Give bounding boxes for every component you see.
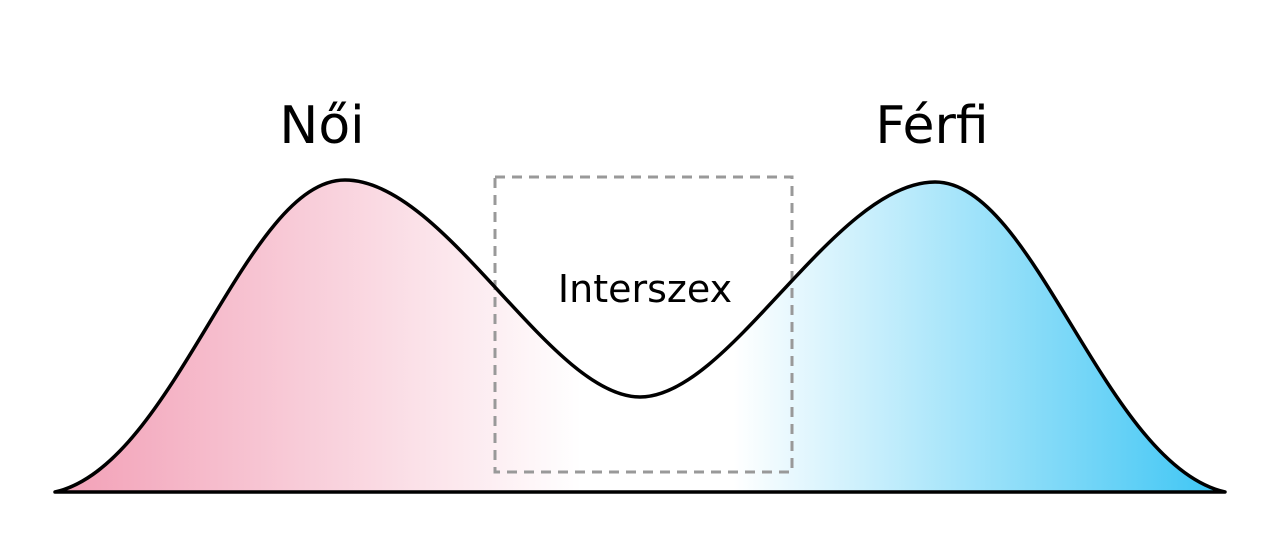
bimodal-curve-outline <box>53 178 1227 494</box>
interszex-label: Interszex <box>557 267 733 311</box>
bimodal-curve-fill <box>55 180 1225 492</box>
interszex-dashed-box <box>493 175 794 474</box>
male-label: Férfi <box>875 96 989 156</box>
female-label: Női <box>279 96 365 156</box>
